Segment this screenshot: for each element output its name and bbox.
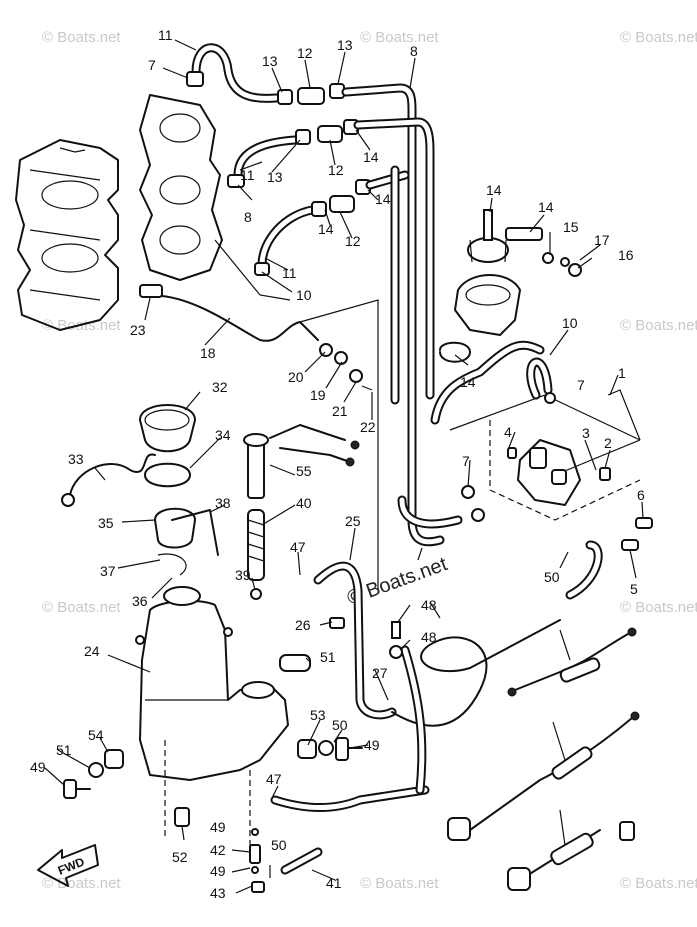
wire-harnesses (447, 627, 640, 891)
watermark: © Boats.net (620, 599, 697, 616)
callout-47: 50 (271, 837, 287, 853)
callout-10: 10 (562, 315, 578, 331)
callout-16: 14 (486, 182, 502, 198)
callout-41: 39 (235, 567, 251, 583)
callout-2: 2 (604, 435, 612, 451)
oil-level-sensor (243, 424, 360, 600)
callout-33: 48 (421, 629, 437, 645)
callout-14: 14 (318, 221, 334, 237)
callout-5: 5 (630, 581, 638, 597)
watermark: © Boats.net (620, 317, 697, 334)
callout-31: 47 (290, 539, 306, 555)
callout-6: 6 (637, 487, 645, 503)
callout-35: 33 (68, 451, 84, 467)
drive-gear-assembly (439, 209, 582, 363)
callout-7: 7 (462, 453, 470, 469)
callout-26: 23 (130, 322, 146, 338)
callout-13: 12 (297, 45, 313, 61)
callout-32: 48 (421, 597, 437, 613)
callout-25: 22 (360, 419, 376, 435)
callout-43: 41 (326, 875, 342, 891)
callout-23: 20 (288, 369, 304, 385)
callout-42: 40 (296, 495, 312, 511)
callout-52: 55 (296, 463, 312, 479)
callout-8: 8 (410, 43, 418, 59)
callout-12: 11 (282, 265, 297, 281)
callout-50: 52 (172, 849, 188, 865)
callout-28: 25 (345, 513, 361, 529)
callout-51: 53 (310, 707, 326, 723)
tank-cap-parts (61, 404, 219, 576)
watermark: © Boats.net (360, 29, 439, 46)
watermark: © Boats.net (42, 599, 121, 616)
callout-30: 27 (372, 665, 388, 681)
callout-22: 19 (310, 387, 326, 403)
callout-13: 12 (328, 162, 344, 178)
watermark: © Boats.net (620, 875, 697, 892)
callout-labels: 11 7 13 12 13 8 11 8 13 12 14 14 12 14 1… (30, 27, 645, 901)
lower-hoses (270, 561, 561, 875)
callout-37: 35 (98, 515, 114, 531)
callout-48: 49 (30, 759, 46, 775)
callout-29: 26 (295, 617, 311, 633)
callout-50: 51 (320, 649, 336, 665)
callout-49: 51 (56, 742, 72, 758)
carburetor-plate (139, 94, 291, 301)
callout-49: 50 (332, 717, 348, 733)
callout-14: 13 (267, 169, 283, 185)
callout-36: 34 (215, 427, 231, 443)
callout-24: 21 (332, 403, 348, 419)
callout-1: 1 (618, 365, 626, 381)
callout-12: 11 (240, 167, 255, 183)
callout-47: 50 (544, 569, 560, 585)
leader-lines (44, 39, 644, 894)
callout-34: 32 (212, 379, 228, 395)
callout-39: 37 (100, 563, 116, 579)
callout-11: 7 (148, 57, 156, 73)
callout-14: 13 (337, 37, 353, 53)
callout-21: 18 (200, 345, 216, 361)
callout-19: 16 (618, 247, 634, 263)
callout-17: 14 (538, 199, 554, 215)
callout-12: 11 (158, 27, 173, 43)
callout-18: 15 (563, 219, 579, 235)
watermark: © Boats.net (42, 875, 121, 892)
callout-44: 42 (210, 842, 226, 858)
engine-block-outline (15, 139, 119, 331)
watermark: © Boats.net (620, 29, 697, 46)
callout-15: 14 (460, 374, 476, 390)
callout-27: 24 (84, 643, 100, 659)
callout-40: 38 (215, 495, 231, 511)
watermark: © Boats.net (42, 29, 121, 46)
callout-38: 36 (132, 593, 148, 609)
callout-31: 47 (266, 771, 282, 787)
callout-14: 14 (363, 149, 379, 165)
callout-46: 49 (210, 819, 226, 835)
callout-20: 17 (594, 232, 610, 248)
upper-hose-set (186, 43, 463, 547)
callout-14: 14 (375, 191, 391, 207)
callout-45: 43 (210, 885, 226, 901)
callout-11: 10 (296, 287, 312, 303)
callout-14: 13 (262, 53, 278, 69)
callout-4: 4 (504, 424, 512, 440)
feed-line (139, 284, 373, 391)
callout-7: 7 (577, 377, 585, 393)
callout-46: 49 (210, 863, 226, 879)
small-fittings (63, 654, 363, 893)
callout-13: 12 (345, 233, 361, 249)
callout-51: 54 (88, 727, 104, 743)
oil-pump (430, 340, 653, 600)
callout-3: 3 (582, 425, 590, 441)
watermark: © Boats.net (360, 875, 439, 892)
callout-48: 49 (364, 737, 380, 753)
callout-11: 8 (244, 209, 252, 225)
